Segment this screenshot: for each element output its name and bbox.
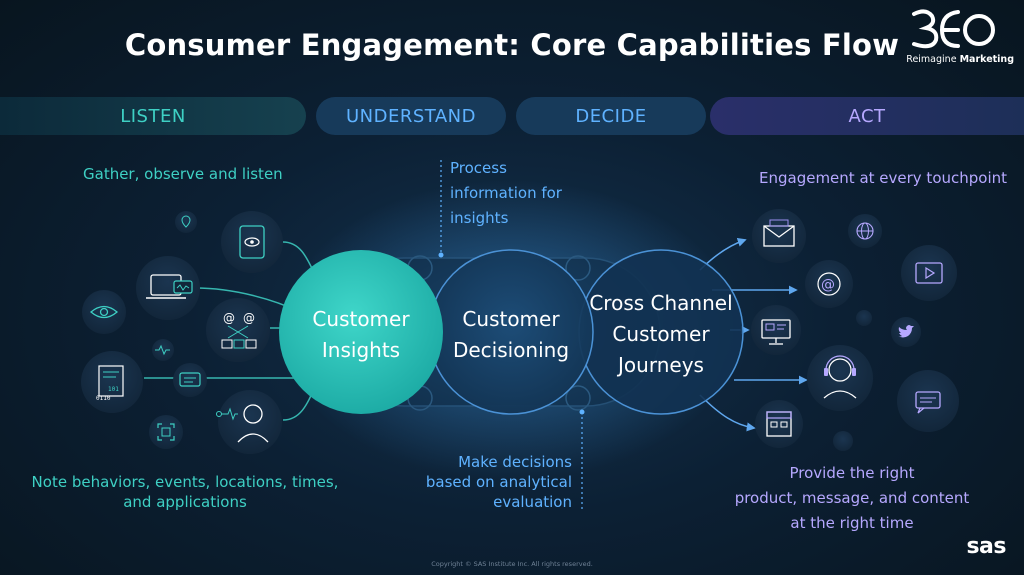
eye-icon: [82, 290, 126, 334]
understand-leader-dot: [438, 252, 444, 258]
data-document-icon: 0110 101: [81, 351, 143, 413]
twitter-bird-icon: [891, 317, 921, 347]
decide-bottom-line-1: Make decisions: [458, 453, 572, 471]
decisioning-label-line-1: Customer: [462, 307, 560, 331]
globe-icon: [848, 214, 882, 248]
focus-frame-icon: [149, 415, 183, 449]
phase-decide: DECIDE: [516, 97, 706, 135]
listen-bottom-note: Note behaviors, events, locations, times…: [20, 472, 350, 512]
understand-top-note: Process information for insights: [450, 156, 562, 231]
agent-headset-icon: [216, 390, 282, 454]
journeys-label-line-3: Journeys: [618, 353, 704, 377]
act-top-note: Engagement at every touchpoint: [759, 169, 1008, 187]
act-bottom-note: Provide the right product, message, and …: [722, 461, 982, 536]
monitor-icon: [751, 305, 801, 355]
decide-bottom-note: Make decisions based on analytical evalu…: [410, 452, 572, 512]
journeys-label-line-2: Customer: [612, 322, 710, 346]
location-pin-icon: [175, 211, 197, 233]
heartbeat-icon: [152, 339, 174, 361]
svg-text:0110: 0110: [96, 395, 111, 402]
email-icon: [752, 209, 806, 263]
decide-bottom-line-3: evaluation: [493, 493, 572, 511]
act-bottom-line-1: Provide the right: [789, 464, 915, 482]
small-dot-2: [833, 431, 853, 451]
understand-top-line-2: information for: [450, 184, 562, 202]
decisioning-label-line-2: Decisioning: [452, 338, 570, 362]
act-bottom-line-3: at the right time: [790, 514, 914, 532]
small-dot-1: [856, 310, 872, 326]
insights-circle: [279, 250, 443, 414]
chat-icon: [173, 363, 207, 397]
laptop-chat-icon: [136, 256, 200, 320]
phase-listen: LISTEN: [0, 97, 306, 135]
journeys-label-line-1: Cross Channel: [589, 291, 733, 315]
svg-text:@: @: [223, 311, 235, 325]
store-icon: [755, 400, 803, 448]
email-network-icon: @ @: [206, 298, 270, 362]
insights-label-line-1: Customer: [312, 307, 410, 331]
eye-scan-phone-icon: [221, 211, 283, 273]
listen-bottom-line-1: Note behaviors, events, locations, times…: [31, 473, 339, 491]
phase-understand: UNDERSTAND: [316, 97, 506, 135]
act-bottom-line-2: product, message, and content: [734, 489, 970, 507]
journeys-label: Cross Channel Customer Journeys: [581, 288, 741, 381]
page-title: Consumer Engagement: Core Capabilities F…: [124, 28, 900, 62]
decide-leader-dot: [579, 409, 585, 415]
copyright-text: Copyright © SAS Institute Inc. All right…: [431, 560, 593, 568]
logo-tagline-prefix: Reimagine: [906, 54, 957, 65]
decide-bottom-line-2: based on analytical: [425, 473, 572, 491]
video-play-icon: [901, 245, 957, 301]
customer-headset-icon: [807, 345, 873, 411]
listen-top-note: Gather, observe and listen: [83, 165, 283, 183]
svg-text:101: 101: [108, 386, 119, 393]
svg-text:@: @: [243, 311, 255, 325]
insights-label-line-2: Insights: [321, 338, 401, 362]
at-sign-icon: @: [805, 260, 853, 308]
understand-top-line-1: Process: [450, 159, 507, 177]
svg-text:@: @: [821, 277, 835, 293]
decisioning-label: Customer Decisioning: [441, 304, 581, 366]
sas-logo: sas: [966, 534, 1006, 559]
phase-act: ACT: [710, 97, 1024, 135]
understand-top-line-3: insights: [450, 209, 509, 227]
listen-bottom-line-2: and applications: [123, 493, 247, 511]
chat-bubble-icon: [897, 370, 959, 432]
insights-label: Customer Insights: [291, 304, 431, 366]
logo-tagline: Reimagine Marketing: [906, 54, 1014, 65]
logo-mark: [912, 9, 995, 49]
logo-tagline-bold: Marketing: [959, 54, 1014, 65]
